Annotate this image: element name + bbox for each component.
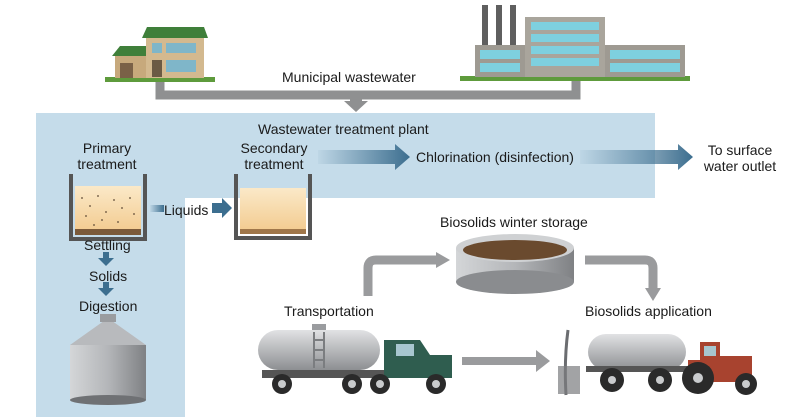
liquids-arrow-icon	[212, 198, 232, 218]
to-outlet-arrow-icon	[580, 144, 693, 170]
label-biosolids-application: Biosolids application	[585, 303, 712, 319]
label-digestion: Digestion	[79, 298, 138, 314]
to-storage-path	[363, 255, 436, 296]
label-chlorination: Chlorination (disinfection)	[416, 149, 574, 165]
label-biosolids-storage: Biosolids winter storage	[440, 214, 588, 230]
secondary-tank-icon	[234, 174, 312, 240]
from-storage-path	[585, 255, 658, 290]
truck-to-field-arrow-icon	[462, 350, 550, 372]
tractor-spreader-icon	[558, 329, 757, 396]
label-municipal-wastewater: Municipal wastewater	[282, 69, 416, 85]
label-secondary-treatment: Secondary treatment	[240, 140, 308, 172]
to-chlorination-arrow-icon	[318, 144, 410, 170]
label-treatment-plant: Wastewater treatment plant	[258, 121, 429, 137]
tanker-truck-icon	[258, 324, 452, 394]
settling-down-arrow-icon	[98, 252, 114, 266]
label-primary-treatment: Primary treatment	[77, 140, 137, 172]
house-icon	[105, 27, 215, 82]
from-storage-arrow-icon	[645, 288, 661, 301]
label-settling: Settling	[84, 237, 131, 253]
label-transportation: Transportation	[284, 303, 374, 319]
digester-tank-icon	[70, 314, 146, 405]
municipal-pipe	[155, 80, 581, 100]
label-surface-water-outlet: To surface water outlet	[703, 142, 777, 174]
down-arrow-icon	[344, 95, 368, 112]
to-storage-arrow-icon	[436, 252, 450, 268]
factory-icon	[460, 5, 690, 81]
storage-tank-icon	[456, 234, 574, 294]
solids-down-arrow-icon	[98, 282, 114, 296]
settling-tank-icon	[69, 174, 147, 241]
label-liquids: Liquids	[164, 202, 209, 218]
plant-background	[36, 113, 655, 417]
liquids-arrow-left-icon	[150, 205, 164, 212]
label-solids: Solids	[89, 268, 128, 284]
